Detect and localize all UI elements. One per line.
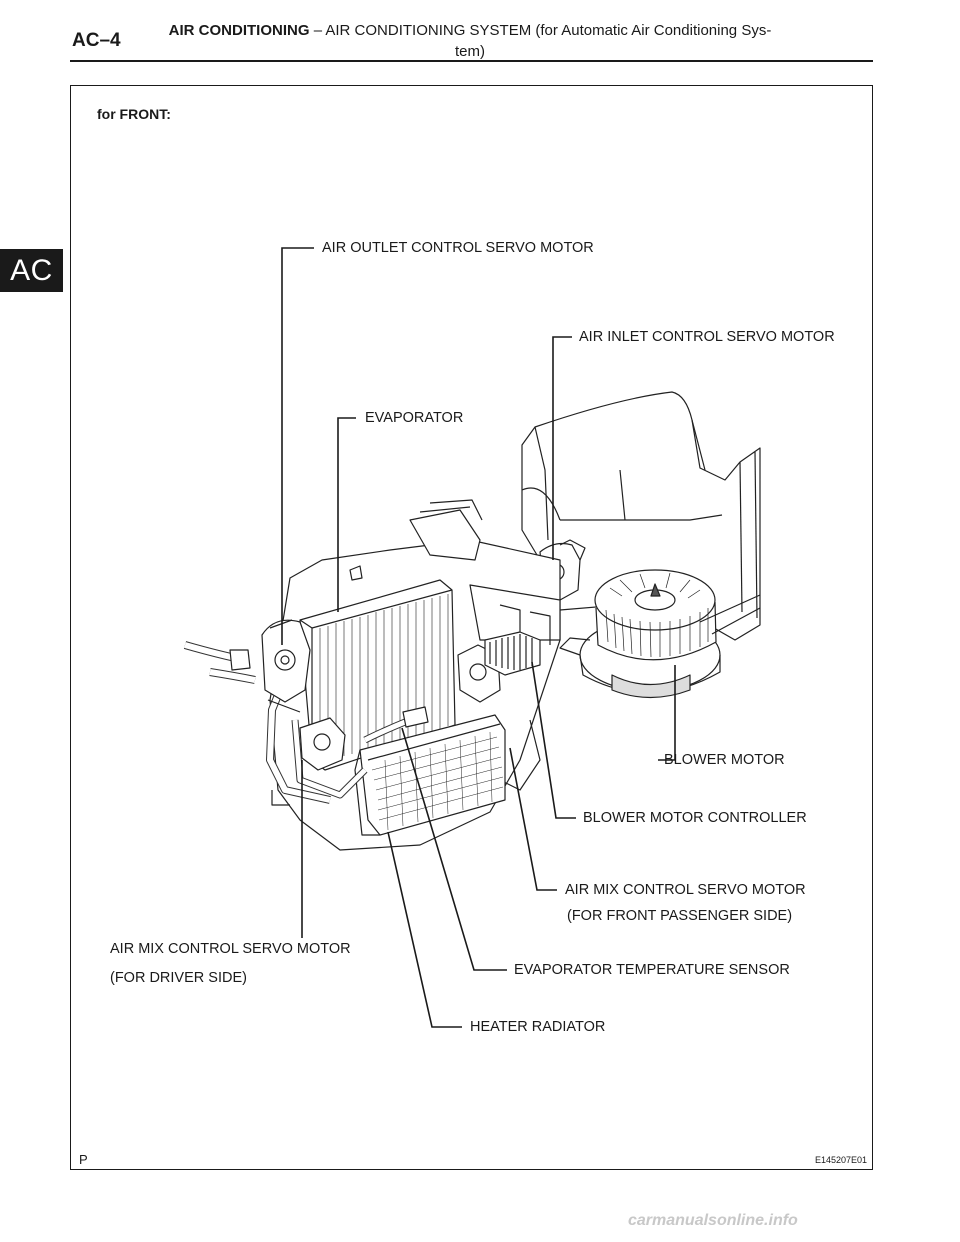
callout-heater-radiator: HEATER RADIATOR <box>470 1019 606 1035</box>
callout-evaporator: EVAPORATOR <box>365 410 464 426</box>
air-outlet-servo-motor <box>261 619 311 713</box>
blower-controller-unit <box>484 631 541 676</box>
blower-motor-assembly <box>559 569 761 699</box>
section-label: for FRONT: <box>97 106 171 122</box>
header-title-line2: tem) <box>455 43 485 60</box>
page-header-title: AIR CONDITIONING – AIR CONDITIONING SYST… <box>150 20 790 62</box>
page-letter: P <box>79 1152 88 1167</box>
page-code: AC–4 <box>72 30 121 51</box>
figure-id: E145207E01 <box>815 1155 868 1165</box>
leader-lines <box>281 247 676 1028</box>
callout-air-mix-driver-note: (FOR DRIVER SIDE) <box>110 970 247 986</box>
callout-air-inlet-servo: AIR INLET CONTROL SERVO MOTOR <box>579 329 835 345</box>
callout-air-mix-passenger: AIR MIX CONTROL SERVO MOTOR <box>565 882 806 898</box>
header-rule <box>70 60 873 62</box>
callout-evap-temp-sensor: EVAPORATOR TEMPERATURE SENSOR <box>514 962 790 978</box>
section-tab: AC <box>0 249 63 292</box>
heater-radiator-core <box>354 714 506 836</box>
air-mix-servo-driver <box>299 717 346 771</box>
figure-frame <box>70 85 873 1170</box>
callout-air-outlet-servo: AIR OUTLET CONTROL SERVO MOTOR <box>322 240 594 256</box>
callout-blower-controller: BLOWER MOTOR CONTROLLER <box>583 810 807 826</box>
header-title-rest: – AIR CONDITIONING SYSTEM (for Automatic… <box>313 22 772 39</box>
intake-duct-housing <box>521 391 761 641</box>
callout-blower-motor: BLOWER MOTOR <box>664 752 785 768</box>
callout-air-mix-driver: AIR MIX CONTROL SERVO MOTOR <box>110 941 351 957</box>
refrigerant-pipes <box>183 641 429 804</box>
callout-air-mix-passenger-note: (FOR FRONT PASSENGER SIDE) <box>567 908 793 924</box>
header-title-bold: AIR CONDITIONING <box>168 22 310 39</box>
watermark: carmanualsonline.info <box>628 1212 798 1229</box>
